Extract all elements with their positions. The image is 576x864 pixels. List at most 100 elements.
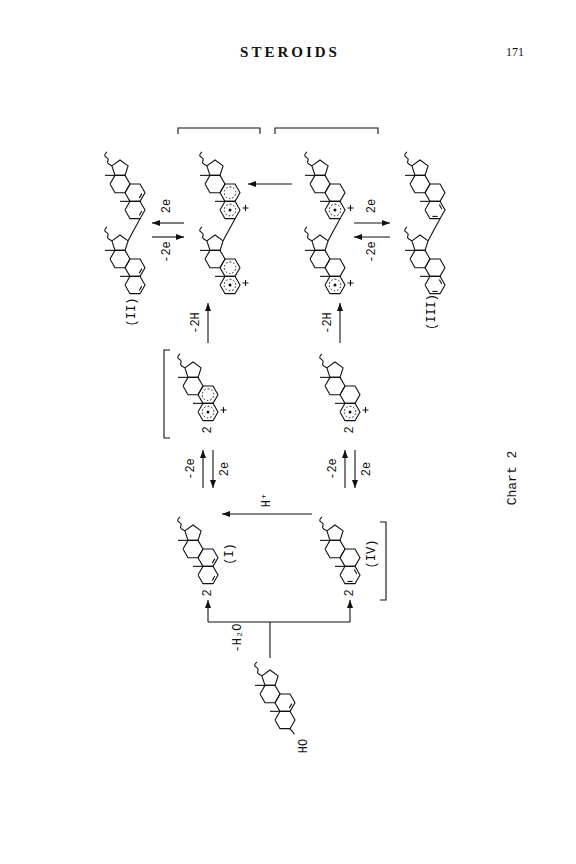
chart-label: 2e bbox=[366, 199, 378, 213]
radical-dot bbox=[334, 209, 337, 212]
dimer-bond bbox=[128, 219, 140, 241]
chart-label: 2e bbox=[219, 462, 231, 476]
methyl-bond bbox=[200, 175, 210, 176]
chart-label: HO bbox=[298, 739, 310, 753]
methyl-bond bbox=[420, 201, 430, 202]
double-bond bbox=[139, 269, 142, 273]
ring-bond bbox=[220, 276, 240, 293]
chart-label: (III) bbox=[426, 294, 438, 330]
double-bond bbox=[432, 291, 437, 292]
ring-bond bbox=[412, 235, 428, 250]
ring-bond bbox=[275, 711, 295, 728]
double-bond bbox=[347, 581, 352, 582]
reaction-arrow bbox=[339, 303, 340, 343]
double-bond bbox=[212, 559, 215, 563]
side-chain bbox=[105, 152, 112, 166]
methyl-bond bbox=[105, 250, 115, 251]
dimer-bond bbox=[428, 219, 440, 241]
double-bond bbox=[354, 570, 357, 574]
ring-bond bbox=[198, 403, 218, 420]
side-chain bbox=[255, 662, 262, 676]
ring-bond bbox=[185, 362, 201, 377]
methyl-bond bbox=[270, 711, 280, 712]
group-bracket bbox=[178, 128, 260, 134]
methyl-bond bbox=[420, 276, 430, 277]
ring-bond bbox=[325, 201, 345, 218]
ring-bond bbox=[220, 201, 240, 218]
reaction-arrow bbox=[207, 600, 208, 622]
chart-label: -2H bbox=[322, 312, 334, 334]
ring-bond bbox=[410, 250, 430, 267]
chart-label: 2 bbox=[344, 426, 356, 433]
group-bracket bbox=[164, 350, 170, 438]
methyl-bond bbox=[193, 566, 203, 567]
methyl-bond bbox=[120, 201, 130, 202]
radical-dot bbox=[207, 411, 210, 414]
methyl-bond bbox=[178, 540, 188, 541]
side-chain bbox=[105, 227, 112, 241]
double-bond bbox=[139, 194, 142, 198]
side-chain bbox=[200, 152, 207, 166]
delocalised-ring bbox=[224, 262, 236, 274]
side-chain bbox=[200, 227, 207, 241]
chart-label: -2e bbox=[327, 458, 339, 480]
ring-bond bbox=[110, 250, 130, 267]
ring-bond bbox=[198, 566, 218, 583]
methyl-bond bbox=[405, 175, 415, 176]
reaction-arrow bbox=[222, 513, 312, 514]
methyl-bond bbox=[405, 250, 415, 251]
methyl-bond bbox=[335, 403, 345, 404]
ring-bond bbox=[183, 540, 203, 557]
dimer-bond bbox=[328, 219, 340, 241]
ring-bond bbox=[125, 276, 145, 293]
chart-label: -2e bbox=[161, 241, 173, 263]
ring-bond bbox=[312, 235, 328, 250]
reaction-arrow bbox=[248, 183, 292, 184]
reaction-line bbox=[208, 621, 350, 622]
delocalised-ring bbox=[224, 279, 236, 291]
side-chain bbox=[305, 152, 312, 166]
ring-bond bbox=[327, 525, 343, 540]
ring-bond bbox=[310, 175, 330, 192]
ring-bond bbox=[185, 525, 201, 540]
ring-bond bbox=[325, 377, 345, 394]
chart-label: (II) bbox=[126, 298, 138, 327]
hydroxyl-bond bbox=[290, 729, 295, 735]
charge-plus bbox=[348, 205, 354, 211]
side-chain bbox=[405, 227, 412, 241]
chart-label: -2e bbox=[185, 458, 197, 480]
chart-label: 2e bbox=[361, 462, 373, 476]
double-bond bbox=[139, 211, 142, 215]
ring-bond bbox=[260, 685, 280, 702]
chart-label: -2H bbox=[190, 312, 202, 334]
chart-label: (I) bbox=[224, 543, 236, 565]
side-chain bbox=[178, 517, 185, 531]
ring-bond bbox=[207, 160, 223, 175]
charge-plus bbox=[243, 205, 249, 211]
double-bond bbox=[139, 286, 142, 290]
ring-bond bbox=[207, 235, 223, 250]
reaction-arrow bbox=[354, 450, 355, 488]
ring-bond bbox=[412, 160, 428, 175]
chart-label: (IV) bbox=[366, 540, 378, 569]
ring-bond bbox=[327, 362, 343, 377]
methyl-bond bbox=[215, 276, 225, 277]
methyl-bond bbox=[215, 201, 225, 202]
ring-bond bbox=[340, 566, 360, 583]
reaction-arrow bbox=[202, 450, 203, 488]
charge-plus bbox=[348, 280, 354, 286]
chart-label: 2e bbox=[161, 199, 173, 213]
reaction-arrow bbox=[207, 303, 208, 343]
radical-dot bbox=[334, 284, 337, 287]
ring-bond bbox=[325, 540, 345, 557]
double-bond bbox=[212, 576, 215, 580]
radical-dot bbox=[229, 209, 232, 212]
reaction-arrow bbox=[152, 222, 184, 223]
reaction-arrow bbox=[152, 236, 184, 237]
methyl-bond bbox=[193, 403, 203, 404]
reaction-arrow bbox=[354, 236, 390, 237]
charge-plus bbox=[363, 407, 369, 413]
ring-bond bbox=[340, 403, 360, 420]
